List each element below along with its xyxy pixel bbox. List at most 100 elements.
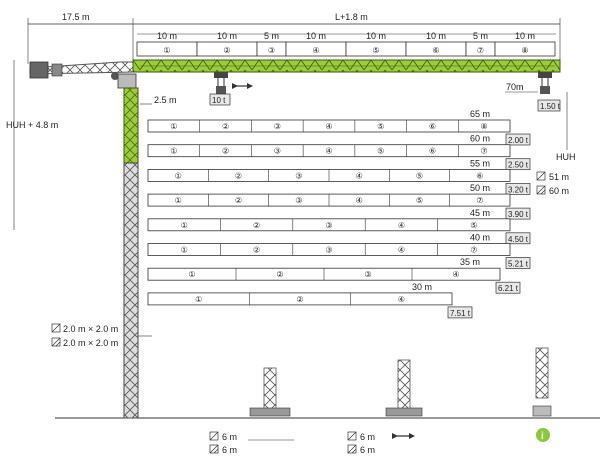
jib-segment: 10 m⑥ (405, 31, 467, 57)
config-segment: ⑤ (416, 196, 423, 205)
info-icon[interactable]: i (536, 428, 550, 442)
max-load-label: 10 t (212, 96, 226, 105)
config-segment: ③ (364, 270, 371, 279)
config-segment: ① (170, 147, 177, 156)
counter-jib-dimension: 17.5 m (27, 12, 134, 64)
config-segment: ⑦ (470, 246, 477, 255)
config-row: ① ② ③ ④35 m 6.21 t (147, 257, 521, 294)
config-segment: ① (175, 196, 182, 205)
config-load: 2.00 t (508, 136, 529, 145)
config-segment: ⑤ (416, 171, 423, 180)
jib-segment-number: ⑧ (521, 46, 528, 55)
config-segment: ④ (452, 270, 459, 279)
config-segment: ③ (295, 196, 302, 205)
foot-b2: 6 m (360, 445, 375, 455)
foot-b1: 6 m (360, 432, 375, 442)
jib-segment: 10 m ⑤ (345, 31, 407, 57)
jib-segment-number: ⑦ (477, 46, 484, 55)
config-segment: ① (195, 295, 202, 304)
config-segment: ① (175, 171, 182, 180)
tip-hook: 70m 1.50 t (505, 72, 561, 112)
config-segment: ② (253, 221, 260, 230)
mast-section-c (532, 347, 552, 417)
jib-segments: 10 m ① 10 m ② 5 m ③ 10 m④ 10 m ⑤ 10 m⑥ 5 m ⑦ 10 m ⑧ (136, 31, 556, 57)
trolley-offset-dimension: 2.5 m (140, 95, 177, 105)
config-segment: ① (188, 270, 195, 279)
config-segment: ⑧ (481, 122, 488, 131)
trolley-hook (214, 72, 253, 94)
config-reach: 40 m (470, 233, 490, 243)
jib-segment-length: 10 m (515, 31, 535, 41)
config-segment: ② (296, 295, 303, 304)
config-segment: ③ (274, 147, 281, 156)
jib-segment-number: ② (223, 46, 230, 55)
config-load: 3.20 t (508, 185, 529, 194)
config-segment: ⑥ (429, 122, 436, 131)
tip-load-label: 1.50 t (540, 102, 561, 111)
config-segment: ② (253, 246, 260, 255)
config-reach: 60 m (470, 134, 490, 144)
config-reach: 35 m (460, 257, 480, 267)
counter-jib (29, 61, 134, 80)
config-segment: ④ (325, 147, 332, 156)
height-51: 51 m (549, 172, 569, 182)
config-segment: ② (235, 196, 242, 205)
config-segment: ① (181, 246, 188, 255)
huh-label: HUH (556, 152, 576, 162)
height-60: 60 m (549, 186, 569, 196)
jib-segment-length: 5 m (264, 31, 279, 41)
config-segment: ③ (274, 122, 281, 131)
config-reach: 50 m (470, 183, 490, 193)
config-load: 5.21 t (508, 260, 529, 269)
jib-segment: 10 m ② (196, 31, 258, 57)
config-segment: ④ (356, 196, 363, 205)
jib-segment: 10 m ① (136, 31, 198, 57)
config-segment: ③ (325, 246, 332, 255)
tower-mast (117, 73, 139, 419)
trolley-offset-label: 2.5 m (154, 95, 177, 105)
config-segment: ② (276, 270, 283, 279)
base-size-a: 2.0 m × 2.0 m (63, 324, 118, 334)
jib-segment-number: ⑥ (432, 46, 439, 55)
jib-segment-length: 10 m (366, 31, 386, 41)
counter-jib-label: 17.5 m (62, 12, 90, 22)
jib-segment-length: 5 m (473, 31, 488, 41)
foot-a2: 6 m (222, 445, 237, 455)
config-load: 7.51 t (450, 309, 471, 318)
info-icon-glyph: i (541, 431, 544, 442)
config-segment: ① (170, 122, 177, 131)
jib-segment: 5 m ③ (256, 31, 287, 57)
config-segment: ② (222, 147, 229, 156)
jib-segment-number: ⑤ (372, 46, 379, 55)
config-segment: ④ (398, 295, 405, 304)
huh-plus-label: HUH + 4.8 m (6, 120, 58, 130)
config-load: 6.21 t (498, 284, 519, 293)
jib-segment: 5 m ⑦ (465, 31, 496, 57)
base-size-b: 2.0 m × 2.0 m (63, 338, 118, 348)
tip-reach-label: 70m (506, 82, 524, 92)
foundation-a: 6 m 6 m (209, 367, 294, 455)
base-size-legend: 2.0 m × 2.0 m 2.0 m × 2.0 m (51, 323, 152, 348)
config-reach: 65 m (470, 109, 490, 119)
jib-segment-length: 10 m (157, 31, 177, 41)
config-segment: ④ (325, 122, 332, 131)
config-reach: 55 m (470, 158, 490, 168)
jib-segment-length: 10 m (217, 31, 237, 41)
jib (132, 59, 561, 73)
jib-segment: 10 m④ (285, 31, 347, 57)
jib-segment-number: ③ (268, 46, 275, 55)
jib-total-dimension: L+1.8 m (133, 12, 561, 62)
jib-total-label: L+1.8 m (335, 12, 368, 22)
jib-segment-number: ① (163, 46, 170, 55)
config-segment: ⑦ (476, 196, 483, 205)
config-segment: ④ (398, 246, 405, 255)
config-reach: 45 m (470, 208, 490, 218)
